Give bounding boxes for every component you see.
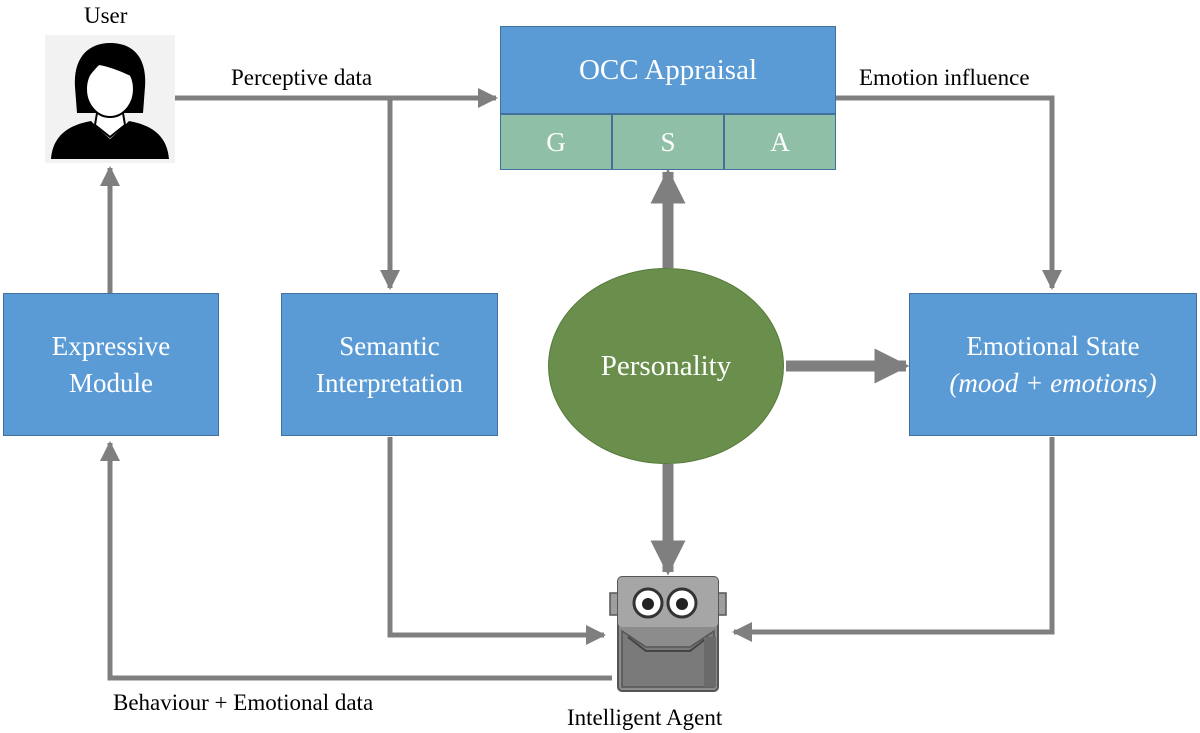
robot-icon (608, 575, 728, 695)
personality-label: Personality (600, 349, 732, 382)
semantic-interpretation-line1: Semantic (339, 331, 440, 362)
occ-appraisal-box: OCC Appraisal G S A (500, 26, 836, 170)
occ-appraisal-cells: G S A (500, 114, 836, 170)
semantic-interpretation-box: Semantic Interpretation (281, 293, 498, 436)
user-icon (45, 35, 175, 163)
intelligent-agent-label: Intelligent Agent (567, 705, 723, 730)
emotion-influence-label: Emotion influence (859, 65, 1030, 90)
occ-cell-a: A (724, 114, 836, 170)
semantic-interpretation-line2: Interpretation (316, 367, 463, 398)
emotional-state-box: Emotional State (mood + emotions) (909, 293, 1197, 436)
expressive-module-line2: Module (69, 367, 153, 398)
user-label: User (84, 3, 128, 28)
expressive-module-box: Expressive Module (3, 293, 219, 436)
personality-ellipse: Personality (548, 268, 784, 464)
emotional-state-line1: Emotional State (966, 331, 1140, 362)
occ-cell-g: G (500, 114, 612, 170)
arrow-emotional-to-agent (732, 437, 1055, 642)
arrow-semantic-to-agent (387, 437, 606, 645)
occ-appraisal-title: OCC Appraisal (500, 26, 836, 114)
perceptive-data-label: Perceptive data (231, 65, 373, 90)
behaviour-emotional-data-label: Behaviour + Emotional data (113, 690, 374, 715)
arrow-agent-to-expressive (100, 441, 612, 681)
emotional-state-line2: (mood + emotions) (949, 367, 1157, 398)
expressive-module-line1: Expressive (51, 331, 171, 362)
arrow-occ-to-emotional (836, 95, 1062, 290)
occ-cell-s: S (612, 114, 724, 170)
